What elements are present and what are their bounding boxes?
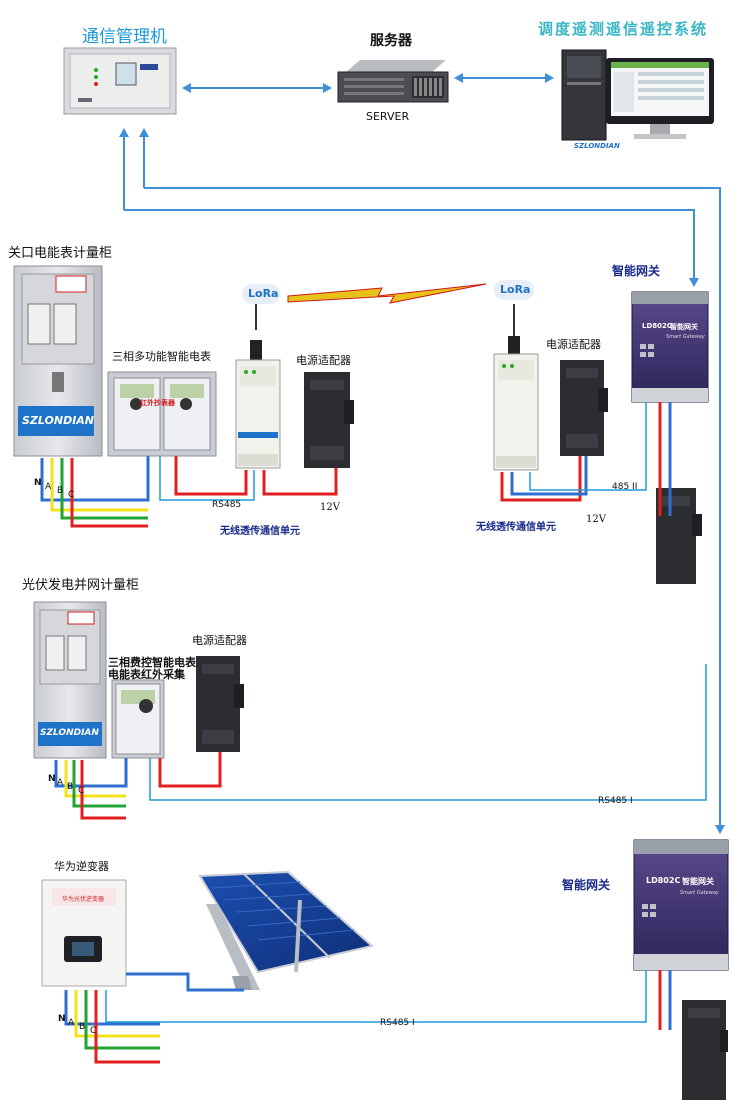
nabc-1-c: C bbox=[68, 490, 75, 500]
lora-badge-left bbox=[242, 284, 280, 304]
gateway-1-title: 智能网关 bbox=[612, 264, 661, 278]
wires-section-1 bbox=[40, 402, 672, 528]
gateway-2-cn: 智能网关 bbox=[682, 877, 714, 886]
rs485-i-label-2: RS485 I bbox=[598, 796, 633, 806]
comm-manager-label: 通信管理机 bbox=[82, 27, 167, 47]
comm-manager-device bbox=[63, 47, 177, 115]
gateway-2-title: 智能网关 bbox=[562, 878, 611, 892]
power-adapter-left bbox=[304, 372, 354, 468]
lora-badge-right bbox=[494, 280, 534, 300]
workstation-device bbox=[561, 49, 714, 141]
metering-cabinet-2 bbox=[33, 601, 107, 759]
lora-label-left: LoRa bbox=[248, 287, 279, 300]
ir-reader-tag: 红外抄表器 bbox=[140, 399, 175, 407]
smart-gateway-1 bbox=[631, 291, 709, 403]
solar-panels bbox=[198, 870, 375, 990]
nabc-3-a: A bbox=[68, 1018, 75, 1028]
nabc-2-c: C bbox=[78, 786, 85, 796]
huawei-inverter bbox=[41, 879, 127, 987]
rs485-label-1: RS485 bbox=[212, 500, 242, 510]
nabc-2-a: A bbox=[57, 778, 64, 788]
server-device bbox=[337, 60, 449, 103]
prepaid-meter bbox=[111, 679, 165, 759]
power-adapter-gateway-2 bbox=[682, 1000, 728, 1100]
power-adapter-gateway-1 bbox=[656, 488, 702, 584]
wires-section-2 bbox=[54, 664, 707, 820]
nabc-1-b: B bbox=[57, 486, 64, 496]
gateway-1-model: LD802C bbox=[642, 322, 673, 330]
lora-link-bolt bbox=[287, 283, 487, 304]
wires-section-3 bbox=[64, 970, 672, 1064]
cabinet-1-title: 关口电能表计量柜 bbox=[8, 246, 113, 261]
rs485-ii-label: 485 II bbox=[612, 482, 638, 492]
wireless-unit-right-label: 无线透传通信单元 bbox=[476, 522, 556, 533]
gateway-1-cn: 智能网关 bbox=[670, 323, 698, 331]
power-adapter-section-2 bbox=[196, 656, 244, 752]
rs485-i-label-3: RS485 I bbox=[380, 1018, 415, 1028]
gateway-1-en: Smart Gateway bbox=[666, 334, 705, 340]
nabc-3-n: N bbox=[58, 1014, 66, 1024]
meter-label-1: 三相多功能智能电表 bbox=[112, 350, 211, 363]
v12-right: 12V bbox=[586, 514, 606, 525]
server-label: SERVER bbox=[366, 110, 410, 123]
dispatch-system-label: 调度遥测遥信遥控系统 bbox=[538, 20, 709, 38]
cabinet-1-brand: SZLONDIAN bbox=[22, 414, 95, 427]
nabc-1-a: A bbox=[45, 482, 52, 492]
inverter-label: 华为逆变器 bbox=[54, 860, 109, 873]
gateway-2-en: Smart Gateway bbox=[680, 890, 719, 896]
meter-label-2b: 电能表红外采集 bbox=[108, 668, 185, 681]
smart-meter-pair-1 bbox=[107, 371, 217, 457]
power-adapter-section-2-label: 电源适配器 bbox=[192, 634, 247, 647]
lora-label-right: LoRa bbox=[500, 283, 531, 296]
wireless-unit-left bbox=[235, 300, 281, 469]
inverter-plate-text: 华为光伏逆变器 bbox=[62, 896, 105, 903]
power-adapter-right bbox=[560, 360, 608, 456]
power-adapter-right-label: 电源适配器 bbox=[546, 338, 601, 351]
nabc-2-n: N bbox=[48, 774, 56, 784]
cabinet-2-title: 光伏发电并网计量柜 bbox=[22, 578, 140, 593]
wireless-unit-right bbox=[493, 304, 539, 471]
server-title: 服务器 bbox=[370, 33, 412, 49]
nabc-3-c: C bbox=[90, 1026, 97, 1036]
v12-left: 12V bbox=[320, 502, 340, 513]
metering-cabinet-1 bbox=[13, 265, 103, 457]
cabinet-2-brand: SZLONDIAN bbox=[40, 728, 99, 738]
nabc-2-b: B bbox=[67, 782, 74, 792]
workstation-brand: SZLONDIAN bbox=[574, 142, 620, 150]
smart-gateway-2 bbox=[633, 839, 729, 971]
gateway-2-model: LD802C bbox=[646, 876, 681, 885]
nabc-3-b: B bbox=[79, 1022, 86, 1032]
nabc-1-n: N bbox=[34, 478, 42, 488]
wireless-unit-left-label: 无线透传通信单元 bbox=[220, 526, 300, 537]
meter-label-2a: 三相费控智能电表 bbox=[108, 656, 196, 669]
power-adapter-left-label: 电源适配器 bbox=[296, 354, 351, 367]
